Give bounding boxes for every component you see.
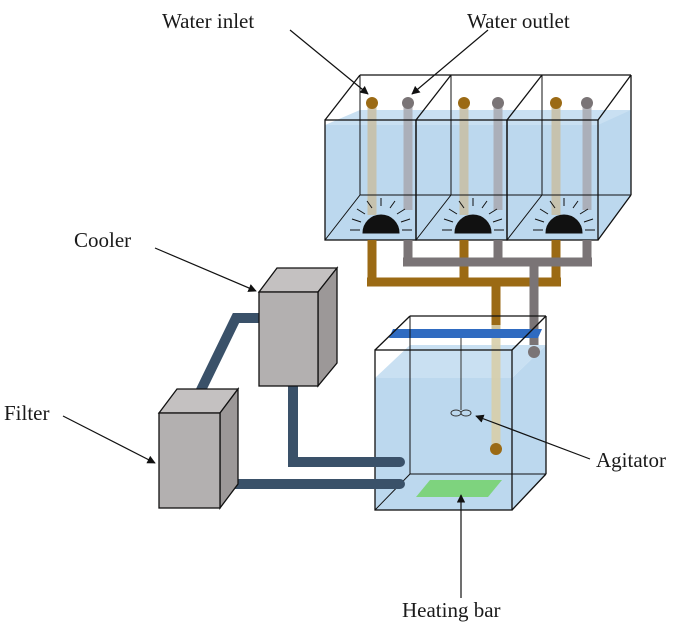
label-water-outlet: Water outlet (467, 9, 570, 33)
blue-top-bar (389, 329, 542, 338)
lamp-icon-1 (350, 198, 412, 234)
tank-lamps (350, 198, 595, 234)
label-water-inlet: Water inlet (162, 9, 254, 33)
inlet-end-3 (550, 97, 562, 109)
lower-outlet-end (528, 346, 540, 358)
upper-tank-array (324, 74, 632, 241)
outlet-end-3 (581, 97, 593, 109)
inlet-end-2 (458, 97, 470, 109)
lower-inlet-end (490, 443, 502, 455)
filter-unit (157, 387, 240, 510)
lamp-icon-3 (533, 198, 595, 234)
arrow-cooler (154, 247, 257, 292)
label-agitator: Agitator (596, 448, 666, 472)
outlet-end-2 (492, 97, 504, 109)
hose-filter-to-cooler (195, 313, 260, 395)
outlet-end-1 (402, 97, 414, 109)
lower-tank-water (375, 345, 546, 510)
tank-pipes (366, 97, 593, 215)
arrow-agitator (475, 414, 591, 460)
arrow-filter (62, 415, 156, 464)
inlet-end-1 (366, 97, 378, 109)
hose-cooler-to-tank (288, 386, 400, 467)
callout-arrows (62, 29, 591, 598)
label-filter: Filter (4, 401, 50, 425)
cooler-unit (257, 266, 339, 388)
lower-tank (374, 315, 547, 511)
lamp-icon-2 (442, 198, 504, 234)
arrow-water-inlet (289, 29, 369, 95)
heating-bar-plate (416, 480, 502, 497)
hoses (195, 313, 400, 489)
arrow-water-outlet (411, 29, 489, 95)
label-cooler: Cooler (74, 228, 131, 252)
label-heating-bar: Heating bar (402, 598, 501, 622)
